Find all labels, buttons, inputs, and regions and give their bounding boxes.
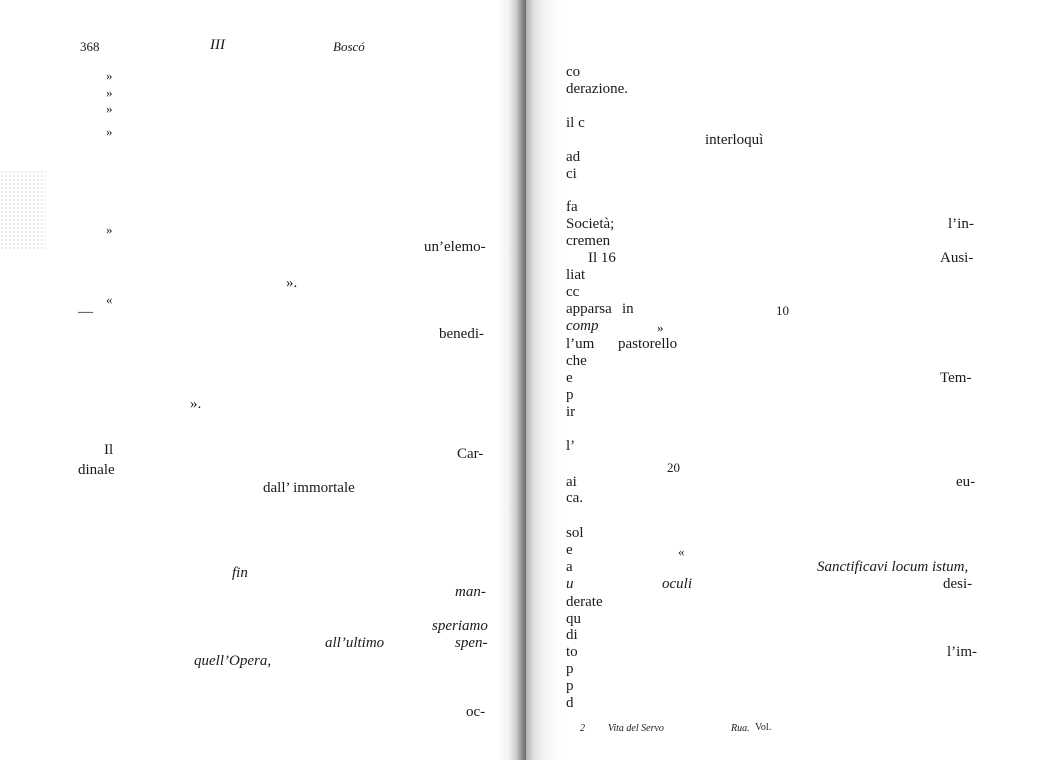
text-fragment: e — [566, 370, 573, 386]
text-fragment: sol — [566, 525, 584, 541]
footnote-vol: Vol. — [755, 722, 772, 733]
text-fragment: Car- — [457, 446, 484, 462]
text-fragment: e — [566, 542, 573, 558]
text-fragment: benedi- — [439, 326, 484, 342]
text-fragment: ». — [190, 396, 202, 412]
quote-mark: » — [106, 124, 113, 139]
dash: — — [78, 304, 93, 320]
footnote-title: Vita del Servo — [608, 723, 664, 734]
quote-mark: » — [106, 101, 113, 116]
text-fragment: p — [566, 661, 574, 677]
text-fragment: l’ — [566, 438, 576, 454]
text-fragment: derate — [566, 594, 603, 610]
line-number: 10 — [776, 303, 789, 318]
text-fragment: un’elemo- — [424, 239, 486, 255]
text-fragment: oculi — [662, 576, 692, 592]
text-fragment: ca. — [566, 490, 584, 506]
text-fragment: che — [566, 353, 587, 369]
text-fragment: oc- — [466, 704, 486, 720]
text-fragment: apparsa — [566, 301, 612, 317]
text-fragment: quell’Opera, — [194, 653, 272, 669]
quote-mark: » — [106, 222, 113, 237]
quote-mark: » — [657, 320, 664, 335]
text-fragment: cremen — [566, 233, 611, 249]
text-fragment: ai — [566, 474, 577, 490]
text-fragment: to — [566, 644, 578, 660]
text-fragment: ir — [566, 404, 576, 420]
text-fragment: p — [566, 387, 574, 403]
text-fragment: l’in- — [948, 216, 974, 232]
text-fragment: liat — [566, 267, 586, 283]
text-fragment: qu — [566, 611, 581, 627]
text-fragment: a — [566, 559, 573, 575]
text-fragment: man- — [455, 584, 486, 600]
text-fragment: l’im- — [947, 644, 977, 660]
text-fragment: Società; — [566, 216, 615, 232]
text-fragment: Il — [104, 442, 114, 458]
footnote-name: Rua. — [731, 723, 750, 734]
text-fragment: comp — [566, 318, 599, 334]
text-fragment: interloquì — [705, 132, 764, 148]
text-fragment: fin — [232, 565, 248, 581]
text-fragment: pastorello — [618, 336, 678, 352]
text-fragment: cc — [566, 284, 580, 300]
text-fragment: d — [566, 695, 574, 711]
scan-noise — [0, 170, 46, 250]
text-fragment: desi- — [943, 576, 973, 592]
text-fragment: di — [566, 627, 578, 643]
quote-mark: » — [106, 68, 113, 83]
text-fragment: ad — [566, 149, 581, 165]
text-fragment: Tem- — [940, 370, 972, 386]
text-fragment: derazione. — [566, 81, 629, 97]
text-fragment: spen- — [455, 635, 488, 651]
text-fragment: eu- — [956, 474, 976, 490]
text-fragment: Il 16 — [588, 250, 616, 266]
running-head-roman: III — [210, 37, 225, 53]
text-fragment: speriamo — [432, 618, 488, 634]
text-fragment: all’ultimo — [325, 635, 385, 651]
text-fragment: Sanctificavi locum istum, — [817, 559, 969, 575]
line-number: 20 — [667, 460, 680, 475]
text-fragment: p — [566, 678, 574, 694]
quote-mark: « — [106, 292, 113, 307]
text-fragment: u — [566, 576, 574, 592]
text-fragment: dall’ immortale — [263, 480, 355, 496]
running-head-name: Boscó — [333, 39, 365, 54]
quote-mark: « — [678, 544, 685, 559]
right-page: co derazione. il c interloquì ad ci fa S… — [520, 0, 1056, 760]
left-page: 368 III Boscó » » » » » un’elemo- ». « —… — [0, 0, 520, 760]
text-fragment: il c — [566, 115, 585, 131]
text-fragment: l’um — [566, 336, 595, 352]
text-fragment: Ausi- — [940, 250, 974, 266]
text-fragment: ». — [286, 275, 298, 291]
book-gutter — [496, 0, 526, 760]
footnote-number: 2 — [580, 723, 585, 734]
text-fragment: fa — [566, 199, 578, 215]
page-number: 368 — [80, 39, 100, 54]
text-fragment: co — [566, 64, 581, 80]
quote-mark: » — [106, 85, 113, 100]
text-fragment: dinale — [78, 462, 115, 478]
text-fragment: in — [622, 301, 634, 317]
text-fragment: ci — [566, 166, 577, 182]
